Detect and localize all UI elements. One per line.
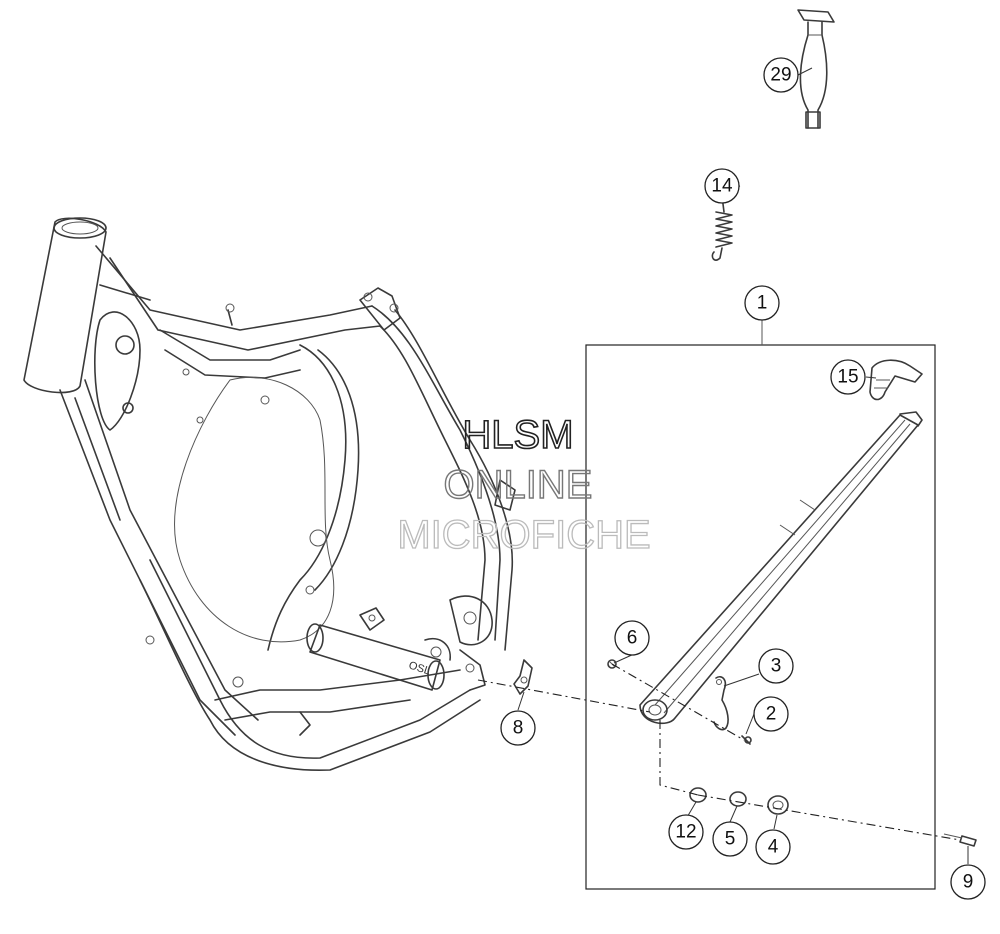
callout-label: 6 — [627, 628, 638, 649]
screw-2 — [741, 735, 752, 745]
washer-12 — [689, 787, 707, 803]
bracket-8 — [513, 659, 533, 695]
spring-bracket-3 — [713, 675, 729, 731]
bolt-9 — [943, 833, 977, 847]
callout-label: 1 — [757, 293, 768, 314]
side-stand-leg — [639, 411, 923, 725]
callout-label: 8 — [513, 718, 524, 739]
assembly-lines — [477, 663, 961, 841]
callout-2: 2 — [753, 696, 789, 732]
stand-foot-pad — [869, 359, 923, 401]
callout-4: 4 — [755, 829, 791, 865]
callout-3: 3 — [758, 648, 794, 684]
callout-label: 3 — [771, 656, 782, 677]
callout-label: 29 — [770, 65, 791, 86]
callout-label: 5 — [725, 829, 736, 850]
callout-29: 29 — [763, 57, 799, 93]
callout-6: 6 — [614, 620, 650, 656]
callout-label: 14 — [711, 176, 733, 197]
watermark-line-1: HLSM — [462, 413, 573, 457]
watermark-line-2: ONLINE — [444, 463, 593, 507]
callout-label: 15 — [837, 367, 858, 388]
chassis-frame: OSL — [23, 217, 516, 772]
callout-label: 12 — [675, 822, 696, 843]
steering-head-tube — [23, 217, 107, 394]
callout-8: 8 — [500, 710, 536, 746]
callout-1: 1 — [744, 285, 780, 321]
pivot-cross-tube: OSL — [306, 623, 445, 691]
spring-hook-tool — [797, 9, 835, 129]
callout-label: 9 — [963, 872, 974, 893]
callout-label: 4 — [768, 837, 779, 858]
callout-9: 9 — [950, 864, 986, 900]
washer-5 — [729, 791, 747, 807]
callout-5: 5 — [712, 821, 748, 857]
assembly-box-1 — [585, 344, 936, 890]
callout-label: 2 — [766, 704, 777, 725]
callout-14: 14 — [704, 168, 740, 204]
callout-12: 12 — [668, 814, 704, 850]
bushing-4 — [767, 795, 789, 815]
watermark-line-3: MICROFICHE — [397, 513, 650, 557]
frame-marking-text: OSL — [407, 659, 432, 677]
callout-15: 15 — [830, 359, 866, 395]
watermark: HLSM ONLINE MICROFICHE — [397, 412, 652, 557]
